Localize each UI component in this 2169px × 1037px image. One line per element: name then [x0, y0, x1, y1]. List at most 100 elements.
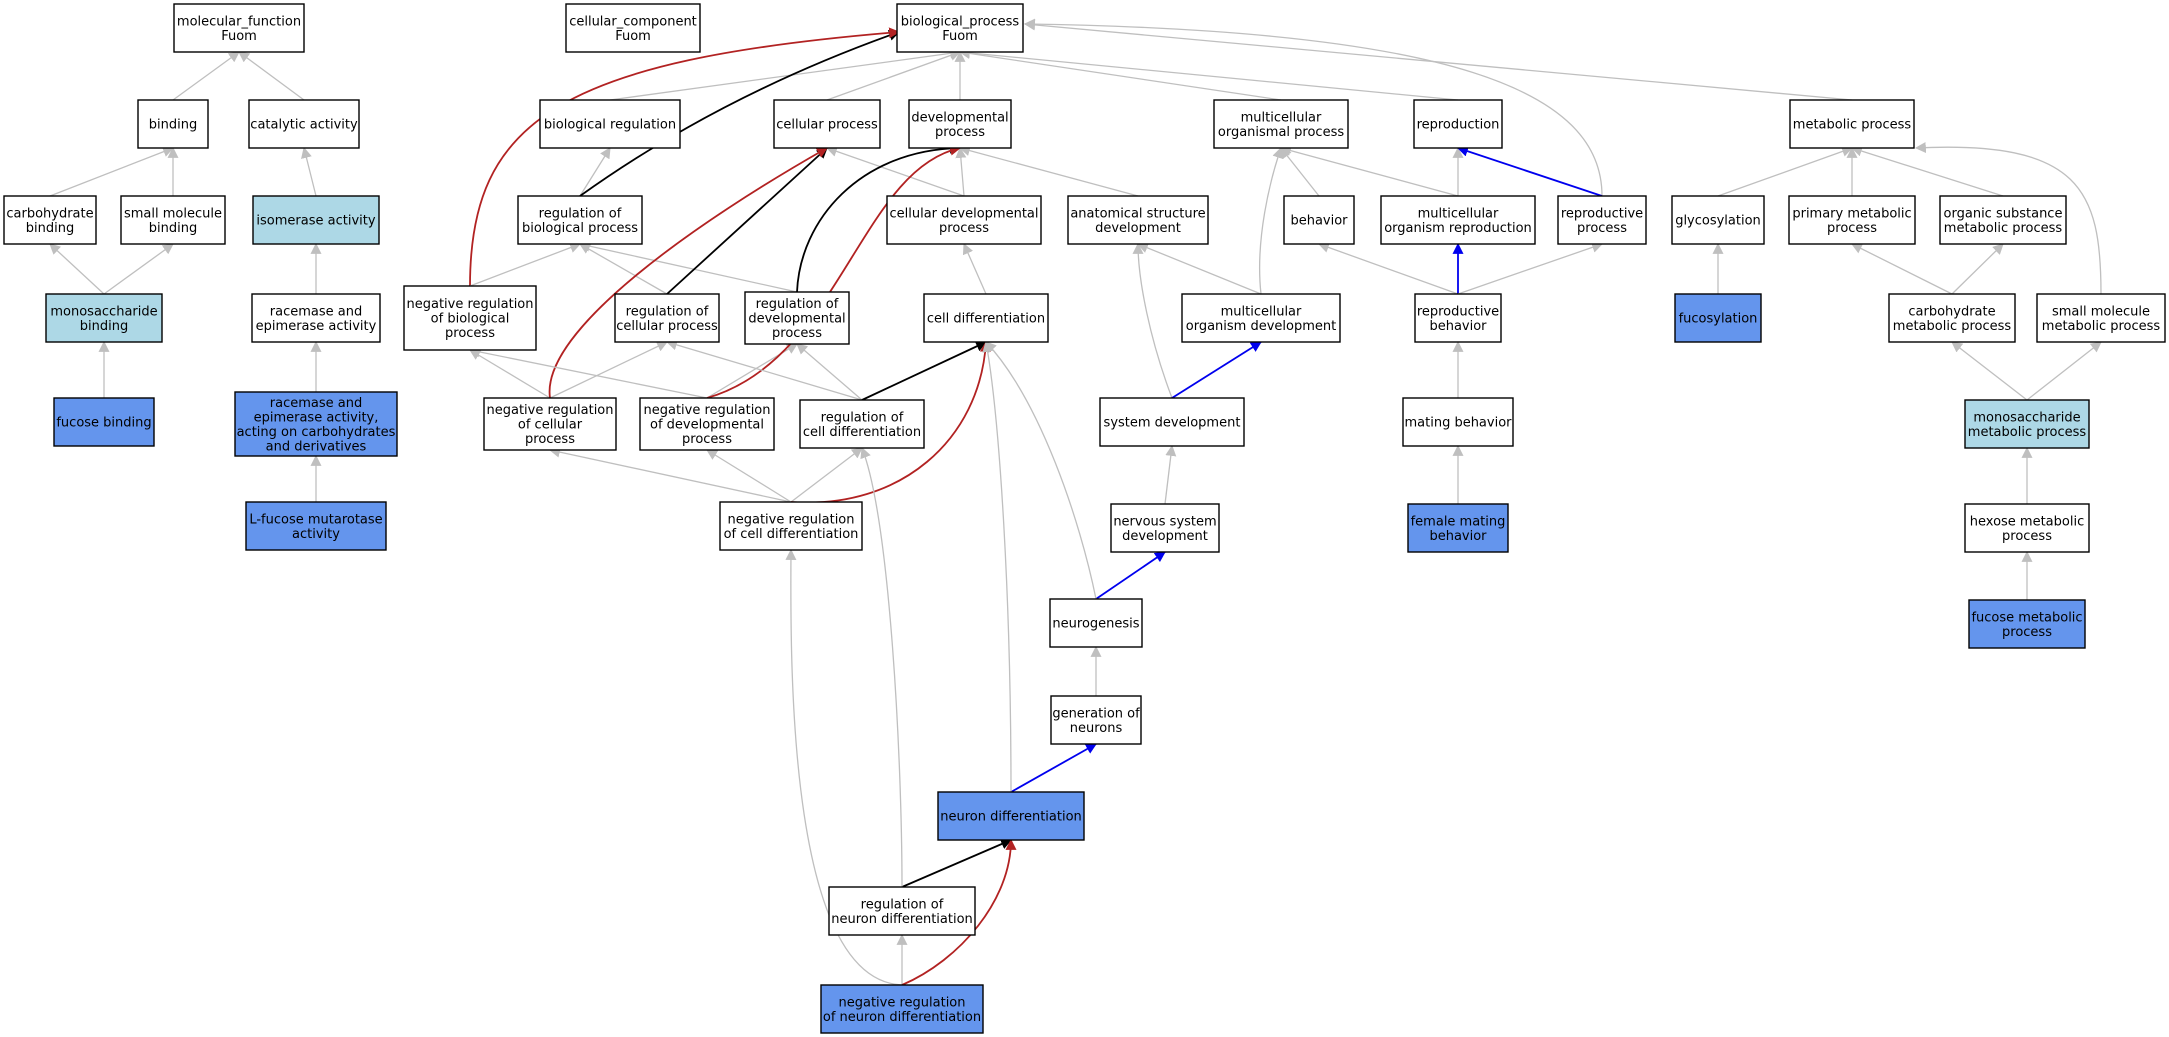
node-box-gen_neurons [1050, 695, 1142, 745]
node-label-fucosylation: fucosylation [1679, 312, 1758, 327]
edge-neuron_diff-to-cell_diff [982, 340, 1012, 793]
node-label-multi_org: multicellular [1241, 110, 1322, 125]
node-box-racemase_carb [234, 391, 398, 457]
edge-catalytic-to-mf_root [238, 51, 305, 101]
node-box-cc_root [565, 3, 701, 53]
edge-cell_dev-to-dev_proc [955, 146, 967, 197]
node-label-carb_binding: binding [26, 221, 74, 236]
edge-neurogenesis-to-nervous_dev [1095, 551, 1166, 600]
node-box-neg_reg_cell [483, 397, 617, 451]
node-box-multi_repro [1380, 195, 1536, 245]
node-label-neg_reg_cell_diff: negative regulation [727, 512, 854, 527]
node-label-mf_root: Fuom [221, 29, 257, 44]
node-box-neg_reg_dev [639, 397, 775, 451]
node-box-fucose_binding [53, 397, 155, 447]
node-label-organic_met: organic substance [1944, 206, 2063, 221]
node-box-mono_binding [45, 293, 163, 343]
edge-reg_cell-to-cell_proc [666, 147, 828, 295]
node-box-anat_dev [1067, 195, 1209, 245]
node-label-reg_bio: biological process [522, 221, 638, 236]
node-box-mf_root [173, 3, 305, 53]
node-label-multi_org: organismal process [1218, 125, 1344, 140]
edge-neg_reg_cell_diff-to-reg_cell_diff [790, 447, 863, 503]
node-box-metabolic [1789, 99, 1915, 149]
node-label-dev_proc: developmental [911, 110, 1008, 125]
node-label-cell_proc: cellular process [776, 118, 878, 133]
node-label-nervous_dev: development [1122, 529, 1208, 544]
edge-reg_cell_diff-to-reg_dev [796, 343, 863, 401]
node-label-mf_root: molecular_function [177, 14, 301, 29]
node-mating: mating behavior [1402, 397, 1514, 447]
edge-binding-to-mf_root [172, 51, 240, 101]
node-bio_reg: biological regulation [539, 99, 681, 149]
node-box-neg_reg_bio [403, 285, 537, 351]
node-label-fucose_mutarotase: L-fucose mutarotase [249, 512, 382, 527]
node-label-binding: binding [149, 118, 197, 133]
node-label-female_mating: behavior [1429, 529, 1487, 544]
node-label-organic_met: metabolic process [1944, 221, 2063, 236]
edge-glycosylation-to-metabolic [1717, 146, 1854, 197]
node-label-neg_reg_dev: of developmental [650, 418, 764, 433]
node-box-multi_org [1213, 99, 1349, 149]
edge-repro_behavior-to-repro_proc [1457, 242, 1604, 295]
node-label-reg_cell: cellular process [616, 319, 718, 334]
node-box-reg_cell [614, 293, 720, 343]
node-label-reg_cell_diff: cell differentiation [803, 425, 921, 440]
edge-reg_cell_diff-to-cell_diff [861, 341, 987, 401]
node-box-mono_met [1964, 399, 2090, 449]
node-box-bp_root [896, 3, 1024, 53]
node-label-primary_met: primary metabolic [1792, 206, 1911, 221]
edge-reg_neuron_diff-to-neuron_diff [901, 838, 1013, 888]
edge-carb_met-to-organic_met [1951, 243, 2004, 295]
node-box-fucose_met [1968, 599, 2086, 649]
edge-repro_proc-to-bp_root [1023, 18, 1603, 197]
node-label-racemase_carb: and derivatives [266, 439, 367, 454]
node-label-neg_reg_dev: process [682, 432, 732, 447]
edge-cell_proc-to-bp_root [826, 50, 962, 101]
node-label-reg_dev: regulation of [756, 297, 839, 312]
node-box-fucosylation [1674, 293, 1762, 343]
node-box-carb_met [1888, 293, 2016, 343]
node-label-repro_proc: process [1577, 221, 1627, 236]
node-label-carb_binding: carbohydrate [6, 206, 93, 221]
node-box-small_mol_met [2036, 293, 2166, 343]
node-label-racemase: racemase and [270, 304, 362, 319]
node-box-reg_dev [744, 291, 850, 345]
node-label-neg_reg_cell: process [525, 432, 575, 447]
node-label-behavior: behavior [1290, 214, 1348, 229]
edge-mono_binding-to-carb_binding [49, 243, 105, 295]
node-label-cell_diff: cell differentiation [927, 312, 1045, 327]
node-label-isomerase: isomerase activity [256, 214, 375, 229]
edge-cell_dev-to-cell_proc [825, 146, 965, 197]
node-label-gen_neurons: generation of [1052, 706, 1140, 721]
edge-repro_behavior-to-behavior [1317, 242, 1459, 295]
node-label-metabolic: metabolic process [1793, 118, 1912, 133]
node-label-reg_cell: regulation of [626, 304, 709, 319]
node-box-hexose_met [1964, 503, 2090, 553]
edge-behavior-to-multi_org [1280, 147, 1320, 197]
node-box-organic_met [1939, 195, 2067, 245]
node-box-female_mating [1407, 503, 1509, 553]
edge-neg_reg_dev-to-neg_reg_bio [468, 346, 708, 399]
node-label-reg_dev: developmental [748, 312, 845, 327]
node-label-small_mol_binding: binding [149, 221, 197, 236]
node-label-multi_repro: multicellular [1418, 206, 1499, 221]
node-fucose_binding: fucose binding [53, 397, 155, 447]
node-label-repro_behavior: reproductive [1417, 304, 1499, 319]
edge-neg_reg_cell-to-reg_cell [549, 341, 668, 399]
edge-layer [49, 18, 2102, 986]
node-box-reg_neuron_diff [828, 886, 976, 936]
